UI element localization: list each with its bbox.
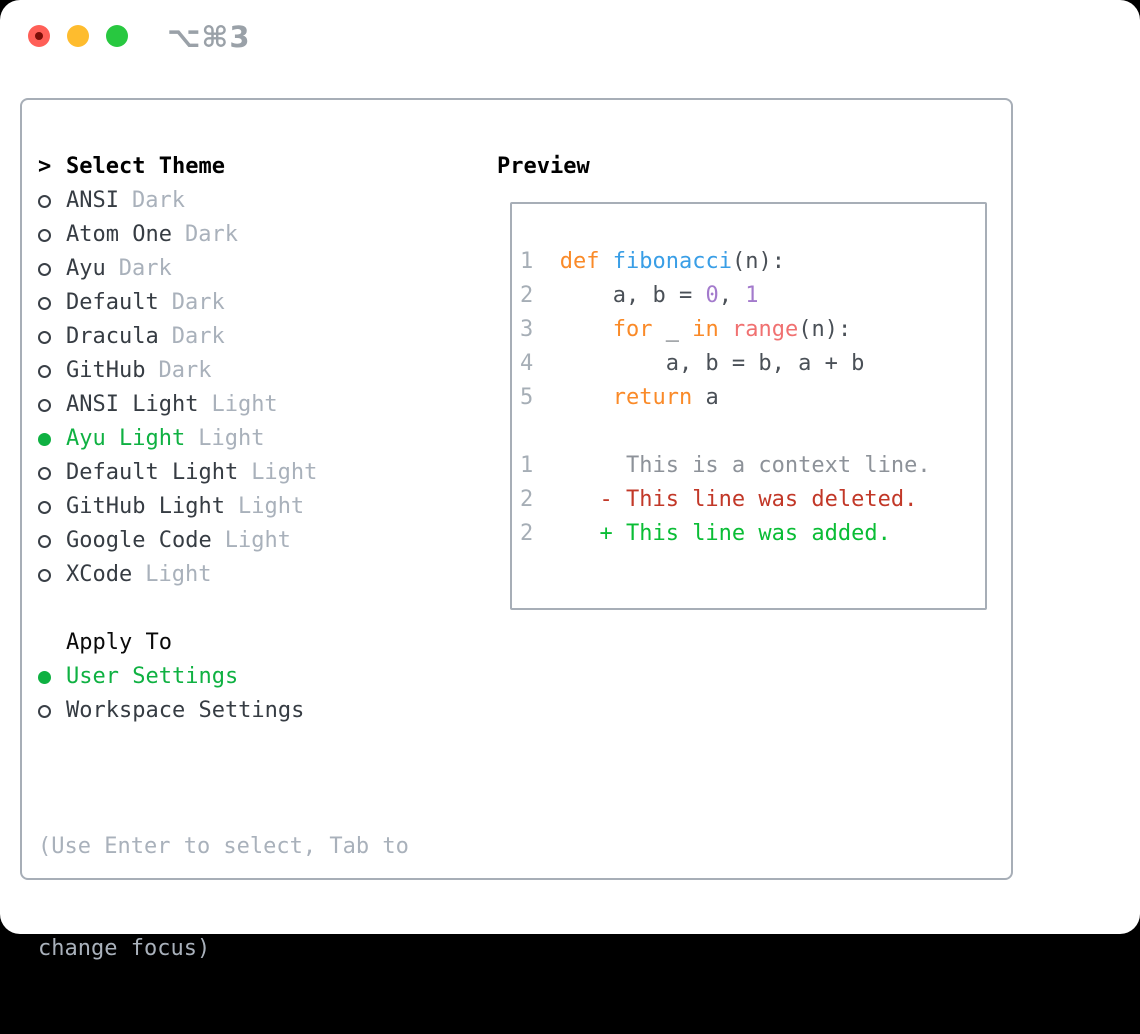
apply-option-workspace-settings[interactable]: Workspace Settings — [38, 694, 409, 728]
preview-line: 2 + This line was added. — [520, 521, 891, 546]
close-button[interactable] — [28, 25, 50, 47]
apply-option-user-settings[interactable]: User Settings — [38, 660, 409, 694]
theme-name: ANSI Light — [66, 392, 199, 417]
radio-unselected-icon — [38, 228, 66, 242]
radio-unselected-icon — [38, 330, 66, 344]
apply-to-header: Apply To — [66, 630, 172, 655]
preview-header: Preview — [497, 154, 590, 179]
spacer — [38, 728, 409, 762]
theme-name: GitHub — [66, 358, 146, 383]
radio-unselected-icon — [38, 534, 66, 548]
radio-unselected-icon — [38, 262, 66, 276]
theme-name: Google Code — [66, 528, 212, 553]
radio-selected-icon — [38, 432, 66, 446]
preview-line: 4 a, b = b, a + b — [520, 351, 865, 376]
theme-variant-tag: Dark — [158, 358, 212, 383]
theme-variant-tag: Light — [251, 460, 318, 485]
theme-option-ayu-light[interactable]: Ayu Light Light — [38, 422, 409, 456]
radio-unselected-icon — [38, 398, 66, 412]
theme-variant-tag: Light — [145, 562, 212, 587]
theme-option-default-light[interactable]: Default Light Light — [38, 456, 409, 490]
preview-box: 1 def fibonacci(n): 2 a, b = 0, 1 3 for _ … — [510, 202, 987, 610]
theme-variant-tag: Light — [211, 392, 278, 417]
help-text: (Use Enter to select, Tab to change focu… — [38, 762, 409, 1034]
theme-option-google-code[interactable]: Google Code Light — [38, 524, 409, 558]
spacer — [38, 592, 409, 626]
radio-unselected-icon — [38, 296, 66, 310]
theme-name: Ayu Light — [66, 426, 186, 451]
theme-option-dracula[interactable]: Dracula Dark — [38, 320, 409, 354]
theme-name: Default — [66, 290, 159, 315]
theme-name: GitHub Light — [66, 494, 225, 519]
theme-name: Default Light — [66, 460, 239, 485]
preview-line: 3 for _ in range(n): — [520, 317, 852, 342]
theme-variant-tag: Dark — [171, 324, 225, 349]
preview-line: 1 def fibonacci(n): — [520, 249, 785, 274]
radio-unselected-icon — [38, 466, 66, 480]
select-theme-label: Select Theme — [66, 154, 225, 179]
preview-line — [520, 211, 985, 245]
theme-name: Ayu — [66, 256, 106, 281]
preview-line: 1 This is a context line. — [520, 453, 931, 478]
preview-line: 5 return a — [520, 385, 719, 410]
theme-option-xcode[interactable]: XCode Light — [38, 558, 409, 592]
theme-variant-tag: Light — [198, 426, 265, 451]
preview-line: 2 a, b = 0, 1 — [520, 283, 759, 308]
radio-unselected-icon — [38, 194, 66, 208]
preview-line — [520, 415, 985, 449]
theme-name: XCode — [66, 562, 133, 587]
theme-option-ansi[interactable]: ANSI Dark — [38, 184, 409, 218]
title-bar: ⌥⌘3 — [0, 0, 1140, 72]
theme-variant-tag: Dark — [131, 188, 185, 213]
theme-option-github[interactable]: GitHub Dark — [38, 354, 409, 388]
help-line-1: (Use Enter to select, Tab to — [38, 834, 409, 859]
theme-variant-tag: Dark — [171, 290, 225, 315]
maximize-button[interactable] — [106, 25, 128, 47]
radio-unselected-icon — [38, 568, 66, 582]
apply-option-label: Workspace Settings — [66, 698, 305, 723]
radio-unselected-icon — [38, 704, 66, 718]
preview-line: 2 - This line was deleted. — [520, 487, 918, 512]
theme-option-ansi-light[interactable]: ANSI Light Light — [38, 388, 409, 422]
prompt-icon: > — [38, 154, 52, 179]
theme-option-atom-one[interactable]: Atom One Dark — [38, 218, 409, 252]
apply-option-label: User Settings — [66, 664, 239, 689]
theme-name: ANSI — [66, 188, 119, 213]
theme-option-default[interactable]: Default Dark — [38, 286, 409, 320]
unsaved-dot-icon — [35, 32, 43, 40]
window-title: ⌥⌘3 — [167, 20, 251, 54]
theme-variant-tag: Light — [237, 494, 305, 519]
theme-option-ayu[interactable]: Ayu Dark — [38, 252, 409, 286]
theme-name: Atom One — [66, 222, 172, 247]
theme-variant-tag: Dark — [184, 222, 238, 247]
radio-unselected-icon — [38, 364, 66, 378]
theme-name: Dracula — [66, 324, 159, 349]
radio-unselected-icon — [38, 500, 66, 514]
theme-variant-tag: Dark — [118, 256, 172, 281]
minimize-button[interactable] — [67, 25, 89, 47]
help-line-2: change focus) — [38, 936, 211, 961]
theme-option-github-light[interactable]: GitHub Light Light — [38, 490, 409, 524]
code-preview: 1 def fibonacci(n): 2 a, b = 0, 1 3 for _ … — [520, 211, 985, 551]
select-theme-header: > Select Theme — [38, 150, 409, 184]
radio-selected-icon — [38, 670, 66, 684]
theme-variant-tag: Light — [224, 528, 291, 553]
